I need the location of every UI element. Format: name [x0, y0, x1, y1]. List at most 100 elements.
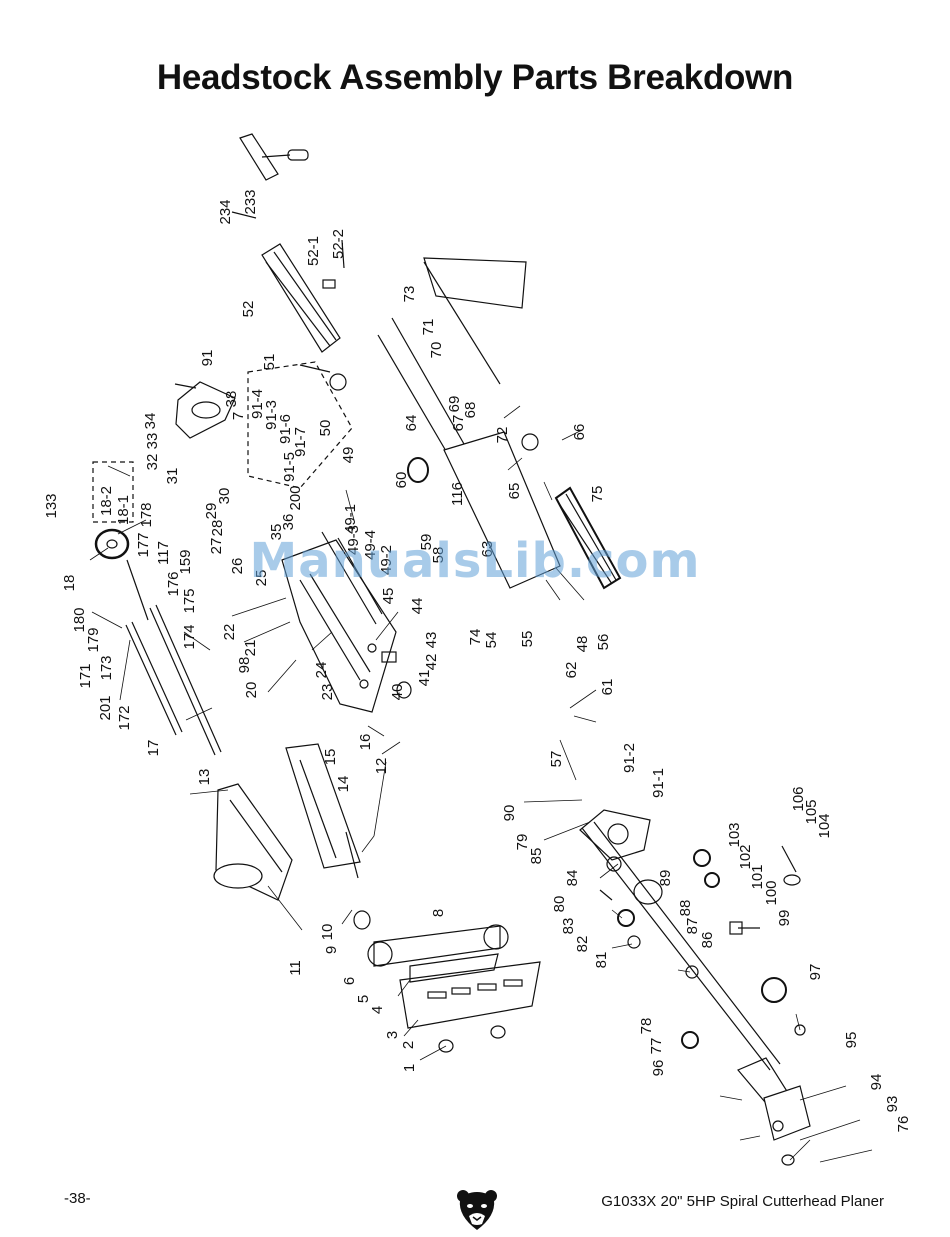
part-callout-label: 68 [462, 402, 479, 419]
part-callout-label: 81 [593, 952, 610, 969]
part-callout-label: 2 [400, 1041, 417, 1049]
part-callout-label: 94 [868, 1074, 885, 1091]
part-callout-label: 48 [574, 636, 591, 653]
part-callout-label: 55 [519, 631, 536, 648]
part-callout-label: 91-2 [621, 743, 638, 773]
gearbox-part [579, 809, 663, 949]
part-callout-label: 62 [563, 662, 580, 679]
motor-cover [213, 783, 293, 901]
handle-part [231, 133, 309, 219]
part-callout-label: 23 [319, 684, 336, 701]
part-callout-label: 31 [164, 468, 181, 485]
part-callout-label: 180 [71, 607, 88, 632]
part-callout-label: 85 [528, 848, 545, 865]
part-callout-label: 172 [116, 705, 133, 730]
part-callout-label: 16 [357, 734, 374, 751]
part-callout-label: 91-7 [292, 427, 309, 457]
part-callout-label: 66 [571, 424, 588, 441]
headstock-casting [281, 539, 412, 713]
part-callout-label: 96 [650, 1060, 667, 1077]
part-callout-label: 10 [319, 924, 336, 941]
part-callout-label: 105 [803, 799, 820, 824]
part-callout-label: 77 [648, 1038, 665, 1055]
part-callout-label: 21 [242, 640, 259, 657]
part-callout-label: 11 [287, 960, 304, 976]
cutterhead-part [261, 239, 347, 391]
part-callout-label: 58 [430, 547, 447, 564]
part-callout-label: 78 [638, 1018, 655, 1035]
page-title: Headstock Assembly Parts Breakdown [156, 58, 794, 97]
part-callout-label: 104 [816, 813, 833, 838]
part-callout-label: 101 [749, 864, 766, 889]
part-callout-label: 103 [726, 822, 743, 847]
part-callout-label: 201 [97, 695, 114, 720]
part-callout-label: 51 [261, 354, 278, 371]
part-callout-label: 91-6 [277, 414, 294, 444]
part-callout-label: 44 [409, 598, 426, 615]
part-callout-label: 83 [560, 918, 577, 935]
part-callout-label: 91-5 [281, 452, 298, 482]
part-callout-label: 179 [85, 627, 102, 652]
part-callout-label: 28 [209, 520, 226, 537]
part-callout-label: 76 [895, 1116, 912, 1133]
gearbox-base [737, 1057, 811, 1166]
part-callout-label: 27 [208, 538, 225, 555]
part-callout-label: 29 [203, 503, 220, 520]
part-callout-label: 30 [216, 488, 233, 505]
table-plate [285, 743, 361, 879]
part-callout-label: 49-4 [362, 530, 379, 560]
outfeed-roller [554, 486, 622, 590]
part-callout-label: 7 [230, 412, 247, 420]
part-callout-label: 86 [699, 932, 716, 949]
part-callout-label: 80 [551, 896, 568, 913]
part-callout-label: 89 [657, 870, 674, 887]
part-callout-label: 56 [595, 634, 612, 651]
part-callout-label: 9 [323, 946, 340, 954]
part-callout-label: 63 [479, 541, 496, 558]
part-callout-label: 26 [229, 558, 246, 575]
footer-model: G1033X 20" 5HP Spiral Cutterhead Planer [601, 1193, 884, 1210]
part-callout-label: 32 [144, 454, 161, 471]
part-callout-label: 41 [416, 670, 433, 687]
part-callout-label: 99 [776, 910, 793, 927]
part-callout-label: 6 [341, 977, 358, 985]
part-callout-label: 71 [420, 319, 437, 336]
part-callout-label: 3 [384, 1031, 401, 1039]
part-callout-label: 45 [380, 588, 397, 605]
part-callout-label: 102 [737, 844, 754, 869]
part-callout-label: 234 [217, 199, 234, 224]
part-callout-label: 177 [135, 532, 152, 557]
part-callout-label: 52 [240, 301, 257, 318]
part-callout-label: 49-3 [345, 525, 362, 555]
part-callout-label: 25 [253, 570, 270, 587]
part-callout-label: 22 [221, 624, 238, 641]
part-callout-label: 64 [403, 415, 420, 432]
part-callout-label: 8 [430, 909, 447, 917]
part-callout-label: 87 [684, 918, 701, 935]
part-callout-label: 52-1 [305, 236, 322, 266]
part-callout-label: 14 [335, 776, 352, 793]
part-callout-label: 40 [389, 684, 406, 701]
part-callout-label: 59 [418, 534, 435, 551]
part-callout-label: 159 [177, 549, 194, 574]
part-callout-label: 13 [196, 769, 213, 786]
part-callout-label: 93 [884, 1096, 901, 1113]
part-callout-label: 38 [223, 391, 240, 408]
part-callout-label: 33 [144, 433, 161, 450]
part-callout-label: 88 [677, 900, 694, 917]
part-callout-label: 1 [401, 1064, 418, 1072]
drive-belt [353, 910, 541, 1053]
part-callout-label: 98 [236, 657, 253, 674]
part-callout-label: 174 [181, 624, 198, 649]
part-callout-label: 70 [428, 342, 445, 359]
part-callout-label: 91-4 [249, 389, 266, 419]
part-callout-label: 90 [501, 805, 518, 822]
part-callout-label: 69 [446, 396, 463, 413]
part-callout-label: 171 [77, 663, 94, 688]
part-callout-label: 43 [423, 632, 440, 649]
part-callout-label: 116 [449, 482, 466, 506]
part-callout-label: 42 [423, 654, 440, 671]
part-callout-label: 57 [548, 751, 565, 768]
belt-guard-part [174, 381, 236, 439]
